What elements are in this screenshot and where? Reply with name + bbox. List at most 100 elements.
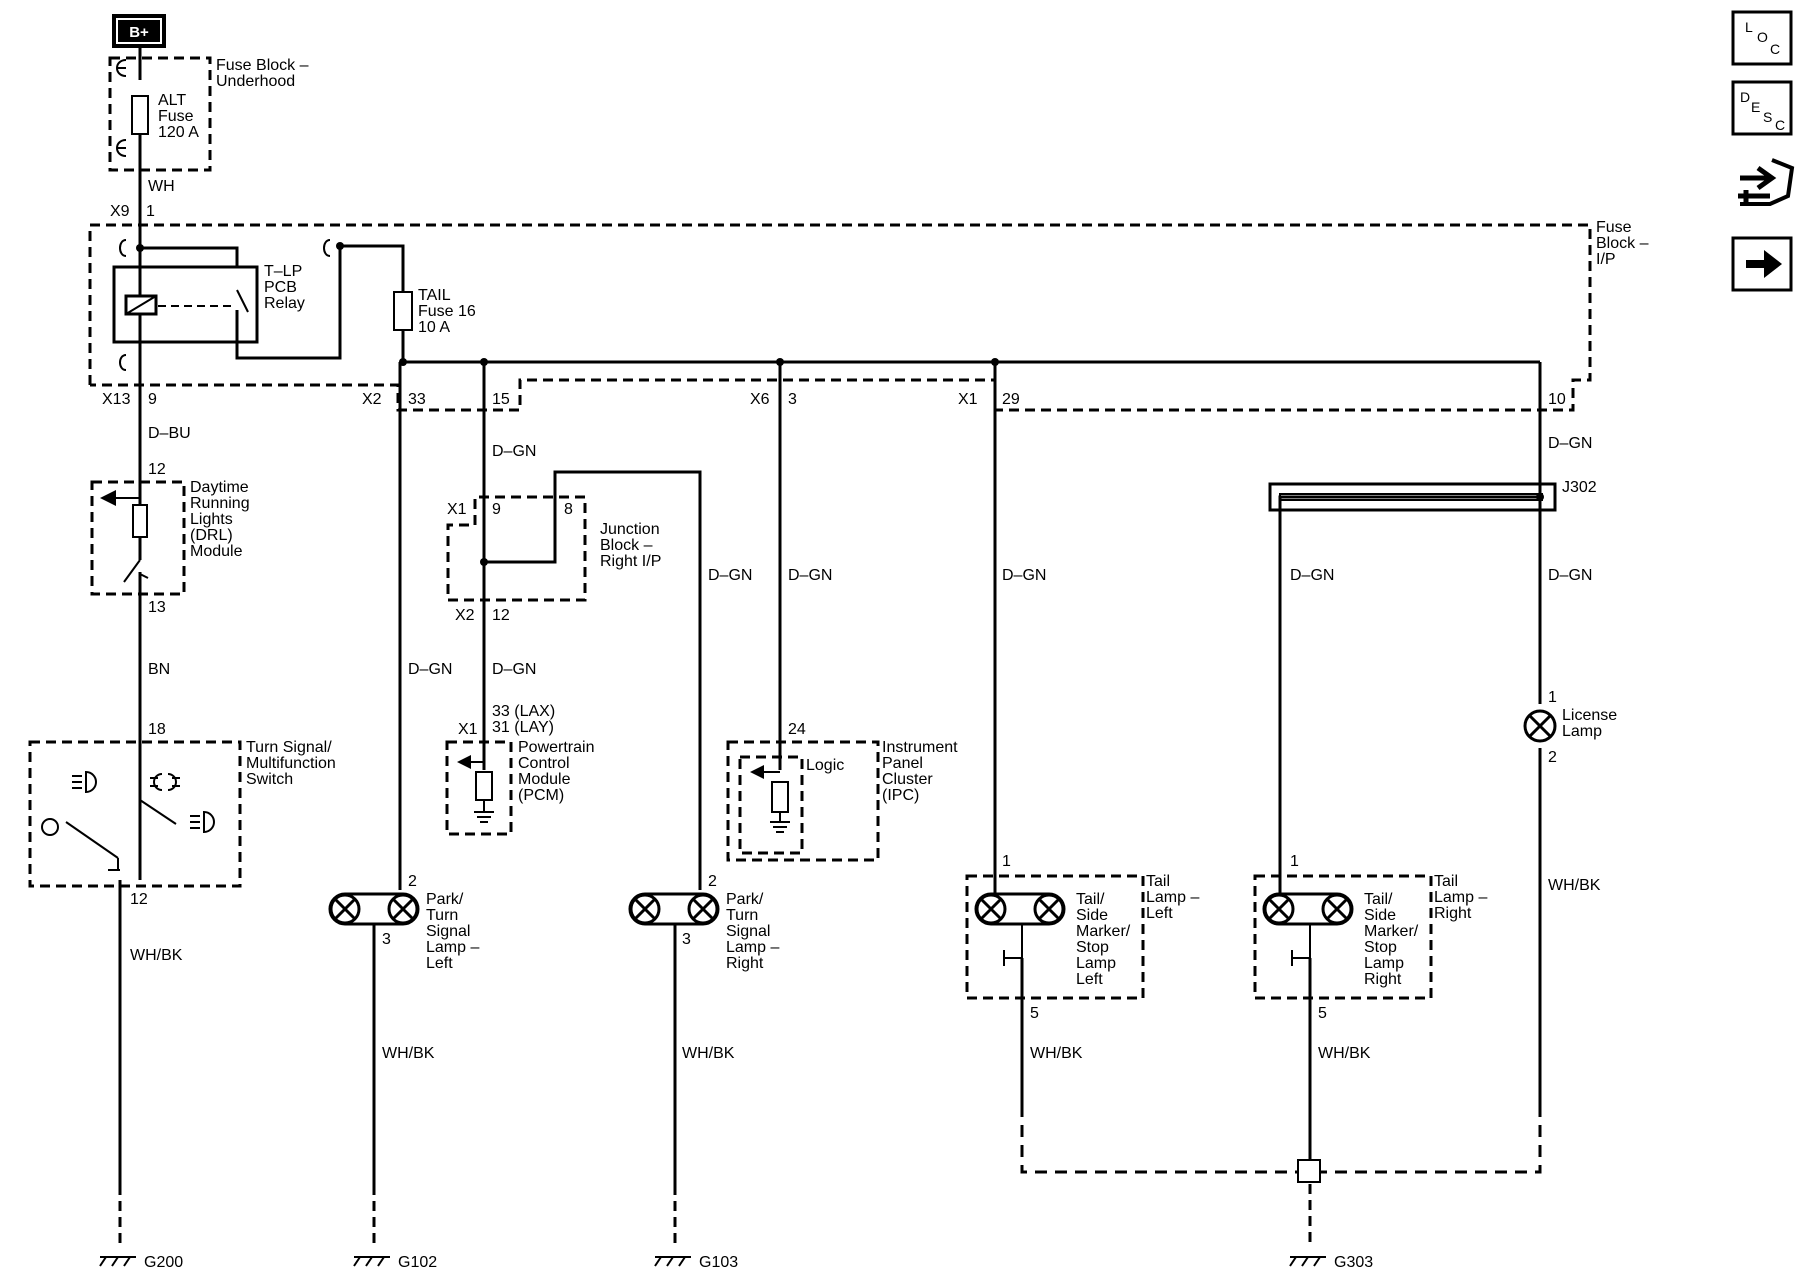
j302-splice-bar — [1268, 482, 1557, 512]
pcm-internal — [457, 755, 494, 823]
desc-button[interactable]: desc-icon D E S C — [1731, 80, 1793, 136]
turn-switch-box — [28, 740, 242, 888]
b-plus-terminal: B+ — [112, 14, 166, 48]
ipc-pin: 24 — [788, 721, 806, 738]
svg-text:B+: B+ — [129, 24, 149, 41]
x2-label: X2 — [362, 391, 382, 408]
pcm-pins: 33 (LAX)31 (LAY) — [492, 703, 555, 736]
drl-pin-in: 12 — [148, 461, 166, 478]
fuse-block-underhood-label: Fuse Block –Underhood — [216, 57, 309, 90]
park-left-pin-out: 3 — [382, 931, 391, 948]
pcm-box — [445, 740, 513, 836]
wire-dgn-tl: D–GN — [1002, 567, 1046, 584]
tail-fuse — [393, 291, 413, 331]
tail-lamp-right-box — [1253, 874, 1433, 1000]
jb-pin-out: 12 — [492, 607, 510, 624]
alt-fuse — [116, 59, 149, 157]
wire-dgn-pr: D–GN — [708, 567, 752, 584]
park-right-pin-in: 2 — [708, 873, 717, 890]
svg-text:S: S — [1763, 109, 1772, 125]
pcm-and-park-right-feed — [482, 362, 702, 890]
ground-g303: G303 — [1334, 1254, 1373, 1271]
turn-switch-internal — [41, 770, 215, 871]
drl-module-box — [90, 480, 186, 596]
ground-g103: G103 — [699, 1254, 738, 1271]
tail-right-lamp — [1262, 892, 1354, 966]
wire-dgn-lic: D–GN — [1548, 567, 1592, 584]
ipc-box — [726, 740, 880, 862]
fuse-block-ip-box — [88, 223, 1592, 412]
jb-pin-return: 8 — [564, 501, 573, 518]
fuse-block-underhood-box — [108, 56, 212, 172]
drl-switch — [123, 559, 149, 583]
ipc-internal — [750, 765, 790, 833]
connector-end-view-button[interactable]: connector-end-view-icon — [1738, 158, 1795, 206]
x1-pin-b: 10 — [1548, 391, 1566, 408]
ground-leads — [118, 1184, 1312, 1245]
license-pin-in: 1 — [1548, 689, 1557, 706]
x9-label: X9 — [110, 203, 130, 220]
wire-dgn-top: D–GN — [1548, 435, 1592, 452]
tail-left-pin-out: 5 — [1030, 1005, 1039, 1022]
wire-dbu: D–BU — [148, 425, 191, 442]
wire-dgn-pcm-top: D–GN — [492, 443, 536, 460]
svg-text:D: D — [1740, 89, 1750, 105]
drl-pin-out: 13 — [148, 599, 166, 616]
j302-label: J302 — [1562, 479, 1597, 496]
wire-whbk-pr: WH/BK — [682, 1045, 735, 1062]
jb-x1: X1 — [447, 501, 467, 518]
svg-text:L: L — [1745, 19, 1753, 35]
tail-left-pin-in: 1 — [1002, 853, 1011, 870]
ground-g200: G200 — [144, 1254, 183, 1271]
connector-forks — [119, 239, 331, 371]
x2-pin-a: 33 — [408, 391, 426, 408]
wire-dgn-pl: D–GN — [408, 661, 452, 678]
svg-text:O: O — [1757, 29, 1768, 45]
switch-pin-out: 12 — [130, 891, 148, 908]
park-right-pin-out: 3 — [682, 931, 691, 948]
tail-fuse-bus — [340, 244, 1540, 364]
switch-pin-in: 18 — [148, 721, 166, 738]
jb-x2: X2 — [455, 607, 475, 624]
x1-pin-a: 29 — [1002, 391, 1020, 408]
x13-pin: 9 — [148, 391, 157, 408]
wire-bn: BN — [148, 661, 170, 678]
tail-right-pin-in: 1 — [1290, 853, 1299, 870]
jb-pin-in: 9 — [492, 501, 501, 518]
wire-wh: WH — [148, 178, 175, 195]
license-pin-out: 2 — [1548, 749, 1557, 766]
wire-whbk-lic: WH/BK — [1548, 877, 1601, 894]
loc-button[interactable]: loc-icon L O C — [1731, 10, 1793, 66]
pcm-x1: X1 — [458, 721, 478, 738]
x13-label: X13 — [102, 391, 131, 408]
svg-text:E: E — [1751, 99, 1760, 115]
splice-dots — [136, 242, 1544, 566]
tail-lamp-left-box — [965, 874, 1145, 1000]
drl-module-internal — [100, 490, 148, 538]
wire-whbk-tr: WH/BK — [1318, 1045, 1371, 1062]
license-lamp — [1523, 709, 1557, 743]
next-page-button[interactable]: next-page-arrow-icon — [1731, 236, 1793, 292]
ground-junction-g303 — [1297, 1159, 1321, 1183]
svg-text:C: C — [1775, 117, 1785, 133]
wire-whbk-pl: WH/BK — [382, 1045, 435, 1062]
x6-pin: 3 — [788, 391, 797, 408]
wire-dgn-tr: D–GN — [1290, 567, 1334, 584]
ground-bus-g303 — [1020, 1105, 1542, 1174]
svg-text:C: C — [1770, 41, 1780, 57]
